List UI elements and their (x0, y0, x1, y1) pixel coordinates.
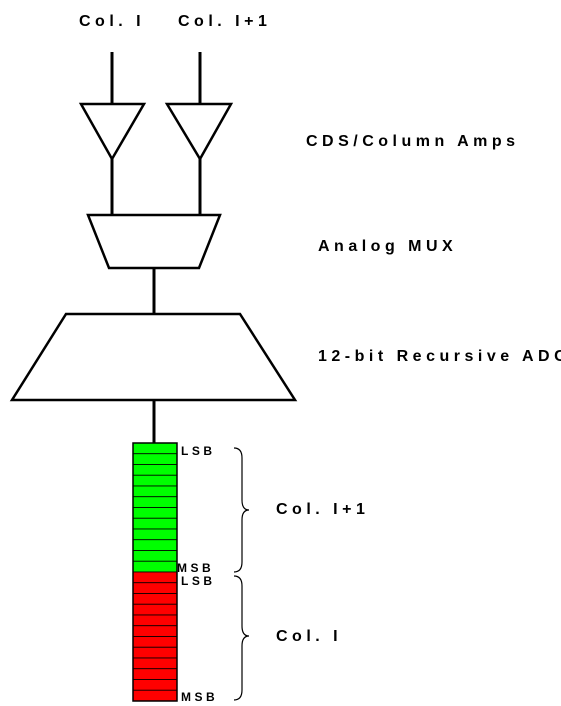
col-i1-bit-2 (132, 453, 178, 465)
col-i1-register-label: Col. I+1 (276, 501, 369, 518)
col-i-input-label: Col. I (79, 13, 145, 30)
col-i-bit-3 (132, 593, 178, 605)
col-i-bit-1 (132, 571, 178, 584)
col-i-bit-7 (132, 636, 178, 648)
adc-label: 12-bit Recursive ADC (318, 348, 561, 365)
msb-lower-label: MSB (181, 690, 218, 704)
col-i1-bit-4 (132, 474, 178, 487)
col-i1-bit-6 (132, 496, 178, 508)
col-i1-amplifier (164, 102, 234, 162)
col-i-amplifier (78, 102, 147, 162)
recursive-adc (9, 312, 298, 402)
analog-mux (86, 213, 222, 270)
col-i-register-label: Col. I (276, 628, 342, 645)
col-i-bit-2 (132, 582, 178, 594)
col-i1-bit-11 (132, 550, 178, 562)
analog-mux-label: Analog MUX (318, 238, 457, 255)
col-i-bit-11 (132, 679, 178, 691)
register-outline (132, 442, 178, 702)
col-i1-bit-1 (132, 442, 178, 455)
col-i1-bit-7 (132, 507, 178, 519)
col-i1-bit-8 (132, 517, 178, 530)
col-i-bit-4 (132, 603, 178, 616)
col-i1-brace (233, 447, 250, 573)
col-i-bit-12 (132, 689, 178, 702)
col-i-bits-group (132, 571, 178, 702)
col-i1-bit-10 (132, 539, 178, 551)
col-i-bit-6 (132, 625, 178, 637)
lsb-lower-label: LSB (181, 574, 216, 588)
col-i1-bits-group (132, 442, 178, 573)
col-i-bit-8 (132, 646, 178, 659)
col-i1-bit-9 (132, 528, 178, 541)
col-i1-bit-3 (132, 464, 178, 476)
col-i-brace (233, 575, 250, 701)
msb-upper-label: MSB (177, 561, 214, 575)
lsb-upper-label: LSB (181, 444, 216, 458)
cds-column-amps-label: CDS/Column Amps (306, 133, 520, 150)
col-i1-bit-5 (132, 485, 178, 498)
col-i-bit-10 (132, 668, 178, 680)
col-i1-input-label: Col. I+1 (178, 13, 271, 30)
col-i-bit-5 (132, 614, 178, 627)
col-i1-bit-12 (132, 560, 178, 573)
col-i-bit-9 (132, 657, 178, 670)
